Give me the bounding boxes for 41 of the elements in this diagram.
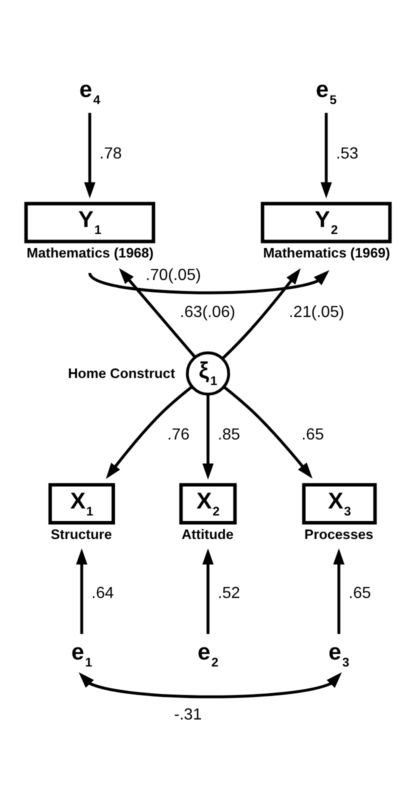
arrow — [76, 548, 88, 634]
edge-label: .52 — [218, 584, 240, 602]
arrow — [118, 268, 196, 358]
node-label: Home Construct — [68, 366, 176, 382]
edge-label: .65 — [302, 426, 324, 444]
arrow — [78, 672, 342, 698]
node-label: Attitude — [182, 526, 234, 542]
node-text: e$_{2}$ — [198, 638, 218, 670]
node-box: Y$_{2}$ — [260, 202, 392, 244]
arrow — [106, 386, 193, 480]
edge-label: .76 — [167, 426, 190, 444]
node-label: Mathematics (1968) — [26, 246, 154, 261]
arrow — [202, 394, 214, 480]
node-label: Structure — [50, 526, 112, 542]
arrow — [320, 112, 332, 198]
node-box: X$_{1}$ — [48, 483, 116, 524]
node-text: e$_{3}$ — [328, 638, 350, 670]
node-text: e$_{5}$ — [316, 76, 337, 107]
edge-label: .53 — [336, 144, 358, 162]
edge-label: -.31 — [174, 705, 202, 724]
edge-label: .64 — [91, 584, 114, 602]
edge-label: .85 — [218, 426, 240, 444]
node-text: e$_{4}$ — [79, 76, 100, 107]
node-box: Y$_{1}$ — [24, 202, 156, 244]
node-circle: ξ$_{1}$ — [186, 351, 230, 396]
node-box: X$_{3}$ — [302, 483, 377, 524]
arrow — [84, 112, 96, 198]
arrow — [333, 548, 344, 634]
node-label: Processes — [304, 526, 374, 542]
arrow — [222, 268, 301, 360]
node-label: Mathematics (1969) — [263, 246, 390, 261]
edge-label: .63(.06) — [180, 302, 236, 321]
edge-label: .78 — [100, 144, 122, 162]
arrow — [223, 386, 313, 479]
edge-label: .65 — [348, 584, 371, 602]
node-text: e$_{1}$ — [71, 638, 92, 670]
node-box: X$_{2}$ — [179, 483, 237, 524]
edge-label: .70(.05) — [146, 266, 201, 284]
arrow — [202, 548, 214, 634]
edge-label: .21(.05) — [288, 302, 344, 321]
arrow — [88, 270, 330, 294]
